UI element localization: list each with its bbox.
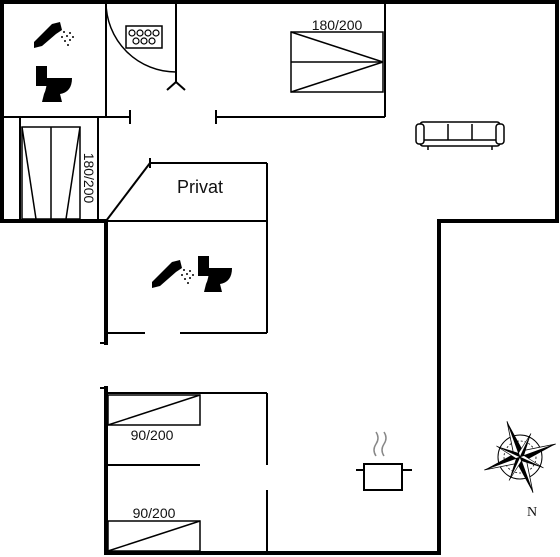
jacuzzi-icon: [125, 25, 163, 49]
sofa-icon: [415, 121, 505, 150]
toilet-icon: [36, 66, 72, 102]
door-swing-arc: [105, 1, 177, 73]
cooking-pot-icon: [356, 431, 412, 491]
double-bed-top-label: 180/200: [312, 17, 363, 33]
single-bed-lower: [107, 520, 201, 552]
shower-icon: [34, 22, 74, 48]
single-bed-upper: [107, 394, 201, 426]
double-bed-left-label: 180/200: [81, 153, 97, 204]
double-bed-top: [290, 31, 384, 93]
single-bed-upper-label: 90/200: [131, 427, 174, 443]
double-bed-left: [21, 126, 81, 220]
shower-icon: [152, 260, 194, 288]
private-room-label: Privat: [177, 177, 223, 197]
interior-walls: [2, 2, 386, 553]
compass-rose-icon: [484, 421, 556, 493]
compass-north-label: N: [527, 505, 537, 520]
door-markers: [100, 80, 217, 389]
toilet-icon: [198, 256, 232, 292]
single-bed-lower-label: 90/200: [133, 505, 176, 521]
